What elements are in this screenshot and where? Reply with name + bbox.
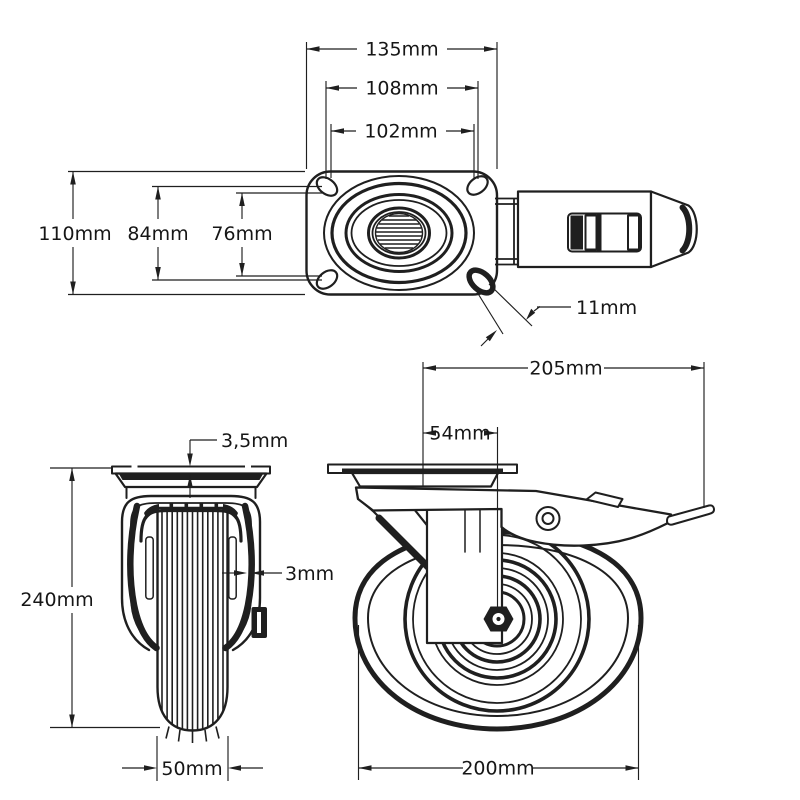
dim-label-plate-thickness: 3,5mm bbox=[221, 430, 288, 452]
dimension-76mm: 76mm bbox=[211, 193, 273, 276]
dimension-84mm: 84mm bbox=[127, 186, 189, 280]
dim-label-overall-length: 205mm bbox=[529, 358, 602, 380]
dim-label-swivel-offset: 54mm bbox=[429, 423, 490, 445]
bolt-slot-bottom-right bbox=[466, 267, 496, 296]
dim-label-hole-width-inner: 76mm bbox=[211, 223, 272, 245]
extension-lines-top-view bbox=[68, 42, 498, 296]
brake-lever-top bbox=[495, 190, 698, 269]
dim-label-overall-height: 240mm bbox=[20, 589, 93, 611]
fork-leg-slot-left bbox=[145, 536, 154, 600]
dimension-240mm: 240mm bbox=[20, 467, 160, 729]
dim-label-fork-clearance: 3mm bbox=[285, 563, 334, 585]
front-view bbox=[111, 464, 271, 743]
plate-flange-side bbox=[350, 471, 500, 488]
fork-leg-slot-right bbox=[228, 536, 237, 600]
dim-label-wheel-diameter: 200mm bbox=[461, 758, 534, 780]
wheel-top-arc bbox=[139, 508, 243, 543]
brake-housing bbox=[354, 486, 673, 547]
bolt-slot-bottom-left bbox=[315, 269, 339, 290]
dimension-135mm: 135mm bbox=[306, 39, 497, 61]
brake-release-tab bbox=[585, 491, 624, 508]
dim-label-plate-length: 135mm bbox=[365, 39, 438, 61]
dimension-50mm: 50mm bbox=[122, 736, 263, 781]
dim-label-hole-spacing-outer: 108mm bbox=[365, 78, 438, 100]
dimension-200mm: 200mm bbox=[358, 758, 639, 780]
tread-contact-ticks bbox=[165, 726, 220, 743]
dim-label-hole-spacing-inner: 102mm bbox=[364, 121, 437, 143]
dimension-205mm: 205mm bbox=[423, 358, 704, 380]
dim-label-wheel-width: 50mm bbox=[161, 758, 222, 780]
bolt-slot-top-left bbox=[315, 176, 339, 197]
dimension-54mm: 54mm bbox=[423, 423, 497, 445]
dim-label-plate-width: 110mm bbox=[38, 223, 111, 245]
rim-ticks bbox=[169, 503, 219, 511]
bolt-slot-top-right bbox=[466, 175, 489, 196]
housing-bolt bbox=[535, 506, 561, 531]
brake-pedal bbox=[666, 504, 715, 526]
fork-leg-left bbox=[127, 502, 160, 652]
swivel-bearing-rings bbox=[323, 175, 475, 291]
side-view bbox=[327, 463, 715, 732]
dimension-108mm: 108mm bbox=[326, 78, 478, 100]
wheel-tread-lines bbox=[161, 508, 224, 731]
dimensions: 135mm 108mm 102mm 110mm 84mm bbox=[20, 39, 705, 781]
dimension-11mm: 11mm bbox=[476, 283, 637, 347]
fork-leg-right bbox=[222, 502, 255, 652]
dimension-3mm: 3mm bbox=[222, 563, 334, 585]
top-view bbox=[305, 170, 698, 296]
dimension-110mm: 110mm bbox=[38, 171, 112, 295]
dimension-102mm: 102mm bbox=[331, 121, 474, 143]
extension-lines-side-view bbox=[357, 362, 705, 780]
dim-label-bolt-hole: 11mm bbox=[576, 297, 637, 319]
kingpin-hatch bbox=[376, 215, 422, 249]
dim-label-hole-width-outer: 84mm bbox=[127, 223, 188, 245]
dimension-3-5mm: 3,5mm bbox=[187, 430, 288, 498]
